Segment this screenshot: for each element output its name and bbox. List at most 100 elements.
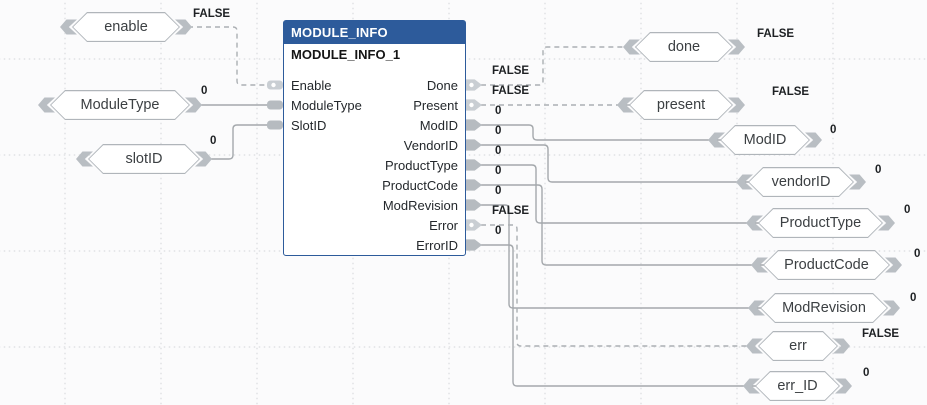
pin-value-VendorID: 0 bbox=[495, 125, 502, 137]
tag-left-connector-icon[interactable] bbox=[746, 338, 763, 354]
wire-Error-to-err[interactable] bbox=[481, 224, 760, 347]
tag-body bbox=[761, 294, 887, 322]
tag-right-connector-icon[interactable] bbox=[728, 97, 745, 113]
pin-value-ProductType: 0 bbox=[495, 145, 502, 157]
variable-tag-ProductType[interactable]: ProductType bbox=[746, 208, 895, 238]
output-pin-label-ModID: ModID bbox=[419, 118, 458, 133]
output-pin-label-VendorID: VendorID bbox=[403, 138, 458, 153]
variable-tag-ProductCode[interactable]: ProductCode bbox=[751, 250, 902, 280]
output-pin-label-ProductCode: ProductCode bbox=[382, 178, 458, 193]
variable-tag-slotID[interactable]: slotID bbox=[76, 144, 212, 174]
tag-value-done: FALSE bbox=[757, 28, 795, 40]
tag-label: ModRevision bbox=[782, 300, 866, 316]
pin-value-Present: FALSE bbox=[492, 85, 530, 97]
pin-ModuleType-connector-icon[interactable] bbox=[267, 100, 283, 110]
tag-value-vendorID: 0 bbox=[875, 164, 882, 176]
pin-ErrorID-connector-icon[interactable] bbox=[465, 239, 482, 251]
tag-right-connector-icon[interactable] bbox=[728, 39, 745, 55]
tag-left-connector-icon[interactable] bbox=[38, 97, 55, 113]
tag-body bbox=[630, 91, 732, 119]
tag-body bbox=[764, 251, 889, 279]
block-type-name: MODULE_INFO bbox=[284, 21, 465, 44]
tag-value-present: FALSE bbox=[772, 86, 810, 98]
input-pin-label-Enable: Enable bbox=[291, 78, 332, 93]
pin-Present-connector-icon[interactable] bbox=[465, 99, 482, 111]
pin-value-ProductCode: 0 bbox=[495, 165, 502, 177]
tag-label: done bbox=[667, 39, 701, 55]
pin-value-ErrorID: 0 bbox=[495, 225, 502, 237]
tag-right-connector-icon[interactable] bbox=[878, 215, 895, 231]
output-pin-label-ErrorID: ErrorID bbox=[416, 238, 458, 253]
tag-right-connector-icon[interactable] bbox=[833, 338, 850, 354]
tag-right-connector-icon[interactable] bbox=[835, 378, 852, 394]
tag-value-ModuleType: 0 bbox=[201, 85, 208, 97]
tag-label: err bbox=[789, 338, 807, 354]
tag-body bbox=[721, 126, 809, 154]
wire-ErrorID-to-err_ID[interactable] bbox=[481, 244, 757, 387]
variable-tag-ModRevision[interactable]: ModRevision bbox=[748, 293, 900, 323]
tag-label: ProductType bbox=[779, 215, 862, 231]
pin-value-Error: FALSE bbox=[492, 205, 530, 217]
tag-left-connector-icon[interactable] bbox=[748, 300, 765, 316]
pin-SlotID-connector-icon[interactable] bbox=[267, 120, 283, 130]
wire-Done-to-done[interactable] bbox=[481, 46, 637, 86]
tag-left-connector-icon[interactable] bbox=[60, 19, 77, 35]
tag-body bbox=[759, 332, 837, 360]
pin-Enable-connector-icon[interactable] bbox=[267, 80, 283, 90]
output-pin-label-Done: Done bbox=[426, 78, 458, 93]
tag-right-connector-icon[interactable] bbox=[885, 257, 902, 273]
wire-ModRevision-to-ModRevision[interactable] bbox=[481, 204, 762, 309]
tag-body bbox=[756, 372, 839, 400]
tag-left-connector-icon[interactable] bbox=[743, 378, 760, 394]
output-pin-label-Present: Present bbox=[413, 98, 458, 113]
pin-Error-connector-icon[interactable] bbox=[465, 219, 482, 231]
pin-value-Done: FALSE bbox=[492, 65, 530, 77]
pin-ProductType-connector-icon[interactable] bbox=[465, 159, 482, 171]
tag-right-connector-icon[interactable] bbox=[195, 151, 212, 167]
tag-left-connector-icon[interactable] bbox=[617, 97, 634, 113]
wire-VendorID-to-vendorID[interactable] bbox=[481, 144, 750, 183]
tag-body bbox=[636, 33, 732, 61]
wire-slotID-to-SlotID[interactable] bbox=[210, 124, 268, 160]
wire-enable-to-Enable[interactable] bbox=[188, 26, 268, 86]
pin-value-ModRevision: 0 bbox=[495, 185, 502, 197]
tag-right-connector-icon[interactable] bbox=[175, 19, 192, 35]
input-pin-label-SlotID: SlotID bbox=[291, 118, 327, 133]
wire-ModID-to-ModID[interactable] bbox=[481, 124, 722, 141]
variable-tag-done[interactable]: done bbox=[623, 32, 745, 62]
tag-right-connector-icon[interactable] bbox=[849, 174, 866, 190]
tag-value-ModRevision: 0 bbox=[910, 292, 917, 304]
tag-left-connector-icon[interactable] bbox=[623, 39, 640, 55]
pin-VendorID-connector-icon[interactable] bbox=[465, 139, 482, 151]
tag-right-connector-icon[interactable] bbox=[883, 300, 900, 316]
tag-right-connector-icon[interactable] bbox=[185, 97, 202, 113]
pin-ModID-connector-icon[interactable] bbox=[465, 119, 482, 131]
wire-ProductCode-to-ProductCode[interactable] bbox=[481, 184, 765, 266]
variable-tag-err_ID[interactable]: err_ID bbox=[743, 371, 852, 401]
tag-label: err_ID bbox=[777, 378, 818, 394]
output-pin-label-Error: Error bbox=[429, 218, 458, 233]
tag-value-err_ID: 0 bbox=[863, 367, 870, 379]
tag-left-connector-icon[interactable] bbox=[708, 132, 725, 148]
tag-left-connector-icon[interactable] bbox=[736, 174, 753, 190]
variable-tag-enable[interactable]: enable bbox=[60, 12, 192, 42]
pin-ModRevision-connector-icon[interactable] bbox=[465, 199, 482, 211]
pin-Done-connector-icon[interactable] bbox=[465, 79, 482, 91]
function-block-MODULE_INFO[interactable]: MODULE_INFO MODULE_INFO_1 Enable ModuleT… bbox=[283, 20, 466, 256]
variable-tag-ModuleType[interactable]: ModuleType bbox=[38, 90, 202, 120]
wire-ProductType-to-ProductType[interactable] bbox=[481, 164, 760, 224]
tag-left-connector-icon[interactable] bbox=[751, 257, 768, 273]
tag-left-connector-icon[interactable] bbox=[746, 215, 763, 231]
output-pin-label-ModRevision: ModRevision bbox=[382, 198, 458, 213]
tag-value-ProductType: 0 bbox=[904, 204, 911, 216]
variable-tag-present[interactable]: present bbox=[617, 90, 745, 120]
tag-left-connector-icon[interactable] bbox=[76, 151, 93, 167]
pin-ProductCode-connector-icon[interactable] bbox=[465, 179, 482, 191]
variable-tag-err[interactable]: err bbox=[746, 331, 850, 361]
tag-right-connector-icon[interactable] bbox=[805, 132, 822, 148]
tag-value-err: FALSE bbox=[862, 328, 900, 340]
variable-tag-ModID[interactable]: ModID bbox=[708, 125, 822, 155]
variable-tag-vendorID[interactable]: vendorID bbox=[736, 167, 866, 197]
